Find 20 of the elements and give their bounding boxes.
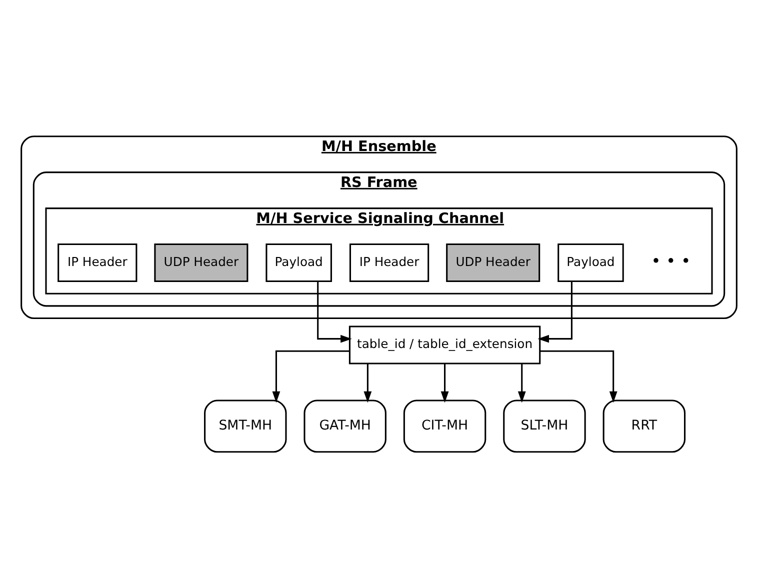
arrow [272,350,350,402]
label: • • • [650,251,690,270]
node-box: RRT [602,399,686,452]
node-box: UDP Header [154,243,248,282]
node-box: table_id / table_id_extension [348,325,540,364]
node-box: Payload [265,243,332,282]
arrow [539,350,617,402]
arrow [316,281,352,342]
node-box: UDP Header [446,243,540,282]
arrow [440,363,448,402]
node-box: SLT-MH [502,399,586,452]
node-box: IP Header [57,243,137,282]
node-box: GAT-MH [303,399,386,452]
arrow [363,363,372,402]
node-box: IP Header [348,243,429,282]
node-box: CIT-MH [402,399,486,452]
arrow [517,363,526,402]
node-box: SMT-MH [204,399,286,452]
node-box: Payload [557,243,624,282]
arrow [537,281,572,342]
